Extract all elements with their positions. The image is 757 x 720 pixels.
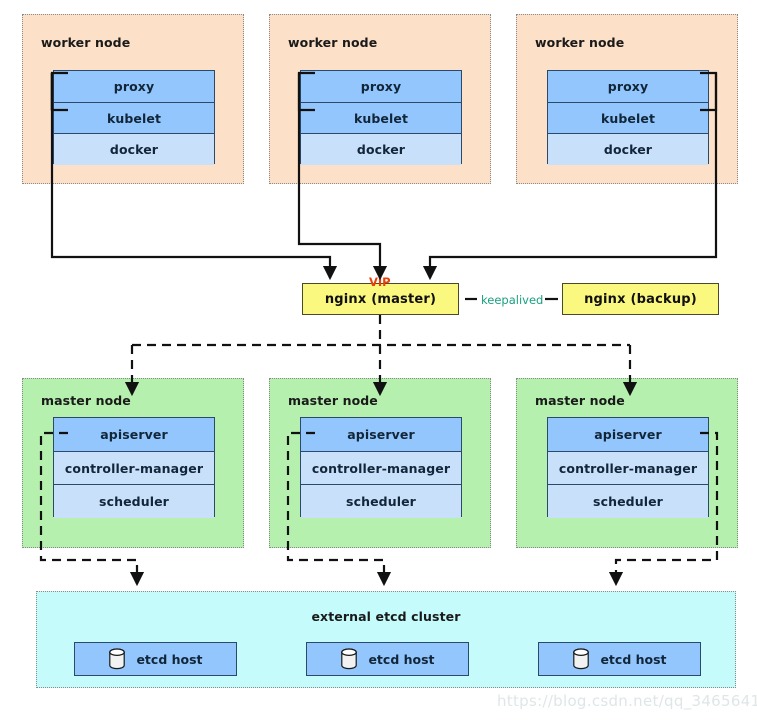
database-cylinder-icon xyxy=(573,648,590,670)
etcd-host-2-label: etcd host xyxy=(368,651,435,667)
component-proxy[interactable]: proxy xyxy=(54,71,214,103)
master-node-1-title: master node xyxy=(41,393,131,408)
etcd-host-3[interactable]: etcd host xyxy=(538,642,701,676)
component-controller-manager[interactable]: controller-manager xyxy=(54,452,214,485)
etcd-host-1-label: etcd host xyxy=(136,651,203,667)
master-node-1-components: apiserver controller-manager scheduler xyxy=(53,417,215,518)
component-scheduler[interactable]: scheduler xyxy=(54,485,214,518)
component-apiserver[interactable]: apiserver xyxy=(54,418,214,452)
component-docker[interactable]: docker xyxy=(301,134,461,165)
worker-node-group-2[interactable]: worker node proxy kubelet docker xyxy=(269,14,491,184)
master-node-group-2[interactable]: master node apiserver controller-manager… xyxy=(269,378,491,548)
nginx-master-label: nginx (master) xyxy=(324,291,437,307)
component-kubelet[interactable]: kubelet xyxy=(548,103,708,134)
worker-node-group-1[interactable]: worker node proxy kubelet docker xyxy=(22,14,244,184)
worker-node-2-components: proxy kubelet docker xyxy=(300,70,462,165)
component-docker[interactable]: docker xyxy=(54,134,214,165)
database-cylinder-icon xyxy=(109,648,126,670)
component-apiserver[interactable]: apiserver xyxy=(548,418,708,452)
component-docker[interactable]: docker xyxy=(548,134,708,165)
component-proxy[interactable]: proxy xyxy=(301,71,461,103)
master-node-2-components: apiserver controller-manager scheduler xyxy=(300,417,462,518)
etcd-host-2[interactable]: etcd host xyxy=(306,642,469,676)
component-kubelet[interactable]: kubelet xyxy=(54,103,214,134)
master-node-group-1[interactable]: master node apiserver controller-manager… xyxy=(22,378,244,548)
etcd-host-1[interactable]: etcd host xyxy=(74,642,237,676)
nginx-backup-label: nginx (backup) xyxy=(584,291,697,307)
master-node-3-components: apiserver controller-manager scheduler xyxy=(547,417,709,518)
master-node-2-title: master node xyxy=(288,393,378,408)
master-node-3-title: master node xyxy=(535,393,625,408)
worker-node-3-title: worker node xyxy=(535,35,625,50)
worker-node-2-title: worker node xyxy=(288,35,378,50)
etcd-cluster-title: external etcd cluster xyxy=(311,609,461,624)
worker-node-1-title: worker node xyxy=(41,35,131,50)
component-scheduler[interactable]: scheduler xyxy=(548,485,708,518)
database-cylinder-icon xyxy=(341,648,358,670)
vip-label: VIP xyxy=(369,275,391,289)
master-node-group-3[interactable]: master node apiserver controller-manager… xyxy=(516,378,738,548)
worker-node-group-3[interactable]: worker node proxy kubelet docker xyxy=(516,14,738,184)
component-controller-manager[interactable]: controller-manager xyxy=(301,452,461,485)
keepalived-label: keepalived xyxy=(481,293,544,307)
component-scheduler[interactable]: scheduler xyxy=(301,485,461,518)
component-kubelet[interactable]: kubelet xyxy=(301,103,461,134)
source-watermark: https://blog.csdn.net/qq_34656414 xyxy=(497,692,757,710)
component-proxy[interactable]: proxy xyxy=(548,71,708,103)
worker-node-1-components: proxy kubelet docker xyxy=(53,70,215,165)
worker-node-3-components: proxy kubelet docker xyxy=(547,70,709,165)
etcd-host-3-label: etcd host xyxy=(600,651,667,667)
external-etcd-cluster-group[interactable]: external etcd cluster etcd host etcd hos… xyxy=(36,591,736,688)
component-controller-manager[interactable]: controller-manager xyxy=(548,452,708,485)
nginx-backup-box[interactable]: nginx (backup) xyxy=(562,283,719,315)
nginx-master-box[interactable]: nginx (master) xyxy=(302,283,459,315)
component-apiserver[interactable]: apiserver xyxy=(301,418,461,452)
